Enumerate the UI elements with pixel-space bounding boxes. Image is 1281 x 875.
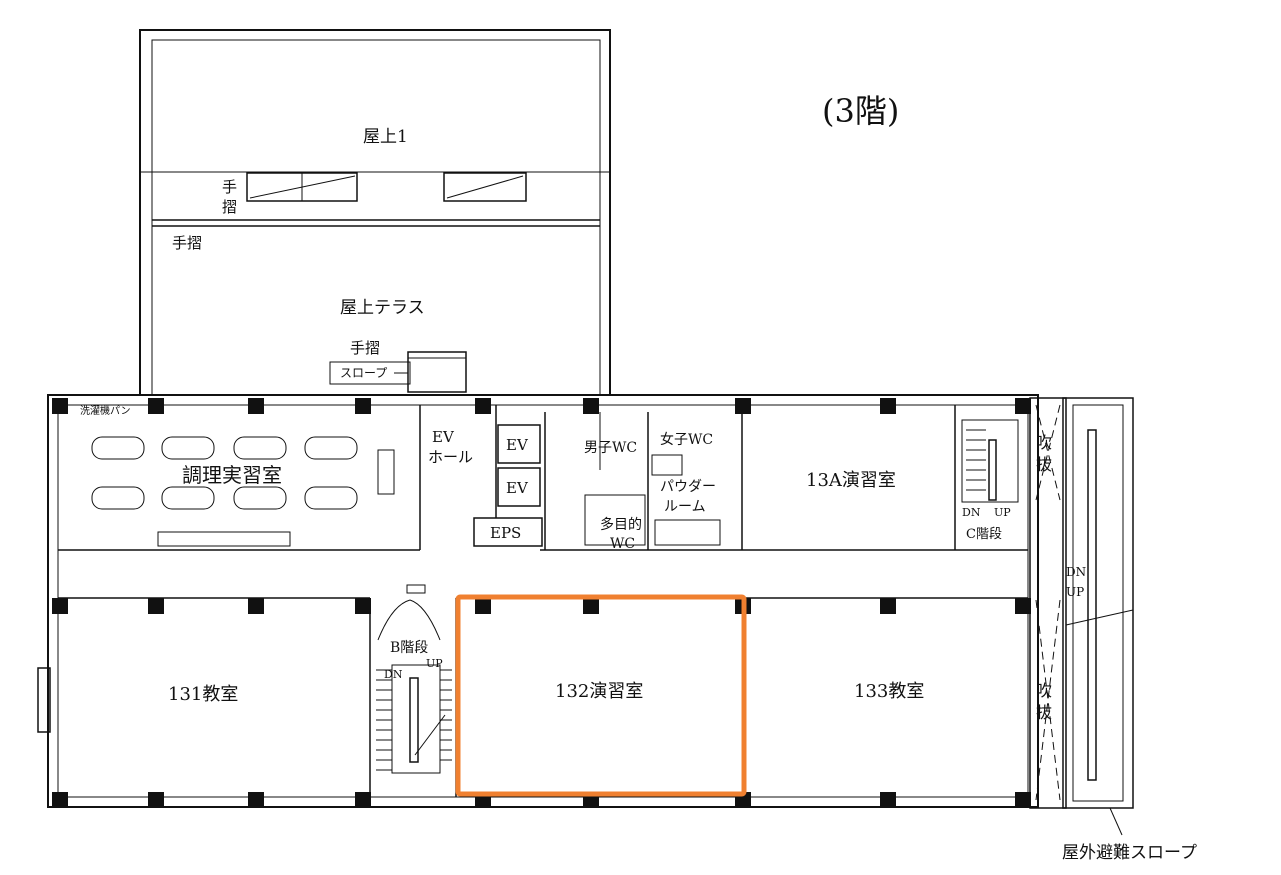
void-south-2: 抜 [1036,703,1052,722]
room-roof1-label: 屋上1 [363,127,408,147]
handrail-label-3: 手摺 [350,339,380,357]
outdoor-slope-label: 屋外避難スロープ [1062,843,1197,863]
mens-wc-label: 男子WC [584,440,637,456]
outdoor-slope-structure [1029,397,1134,836]
slope-label: スロープ [340,366,387,380]
slope-dn: DN [1066,565,1086,579]
void-south-1: 吹 [1036,681,1052,700]
stair-treads [376,429,986,771]
room-cooking-label: 調理実習室 [182,463,282,487]
stair-c-up: UP [994,506,1011,519]
ev-1-label: EV [506,436,529,454]
womens-wc-label: 女子WC [660,431,713,448]
stair-c-dn: DN [962,506,981,519]
washer-pan-label: 洗濯機パン [80,404,131,417]
cooking-tables [91,436,395,547]
powder-room-label-1: パウダー [660,479,716,495]
room-roof-terrace-label: 屋上テラス [340,298,425,318]
multi-wc-label-1: 多目的 [600,516,642,533]
ev-hall-label-2: ホール [428,448,473,466]
powder-room-label-2: ルーム [664,499,706,515]
structural-columns [52,398,1031,808]
room-131-label: 131教室 [168,684,238,705]
room-132-label: 132演習室 [555,681,643,702]
stair-c-label: C階段 [966,527,1002,542]
handrail-label-2: 手摺 [172,234,202,252]
void-north-1: 吹 [1036,433,1052,452]
ev-2-label: EV [506,479,529,497]
stair-c-rail [988,439,997,501]
handrail-label-1a: 手 [222,178,237,196]
eps-label: EPS [490,524,521,542]
ev-hall-label-1: EV [432,428,455,446]
multi-wc-label-2: WC [610,536,635,552]
stair-b-dn: DN [384,668,403,681]
handrail-label-1b: 摺 [222,198,237,216]
void-north-2: 抜 [1036,455,1052,474]
slope-up: UP [1066,585,1084,599]
room-13a-label: 13A演習室 [806,470,896,491]
floor-title: (3階) [822,92,899,130]
highlight-room-132 [455,594,747,797]
stair-b-label: B階段 [390,640,428,656]
stair-b-up: UP [426,657,443,670]
room-133-label: 133教室 [854,681,924,702]
